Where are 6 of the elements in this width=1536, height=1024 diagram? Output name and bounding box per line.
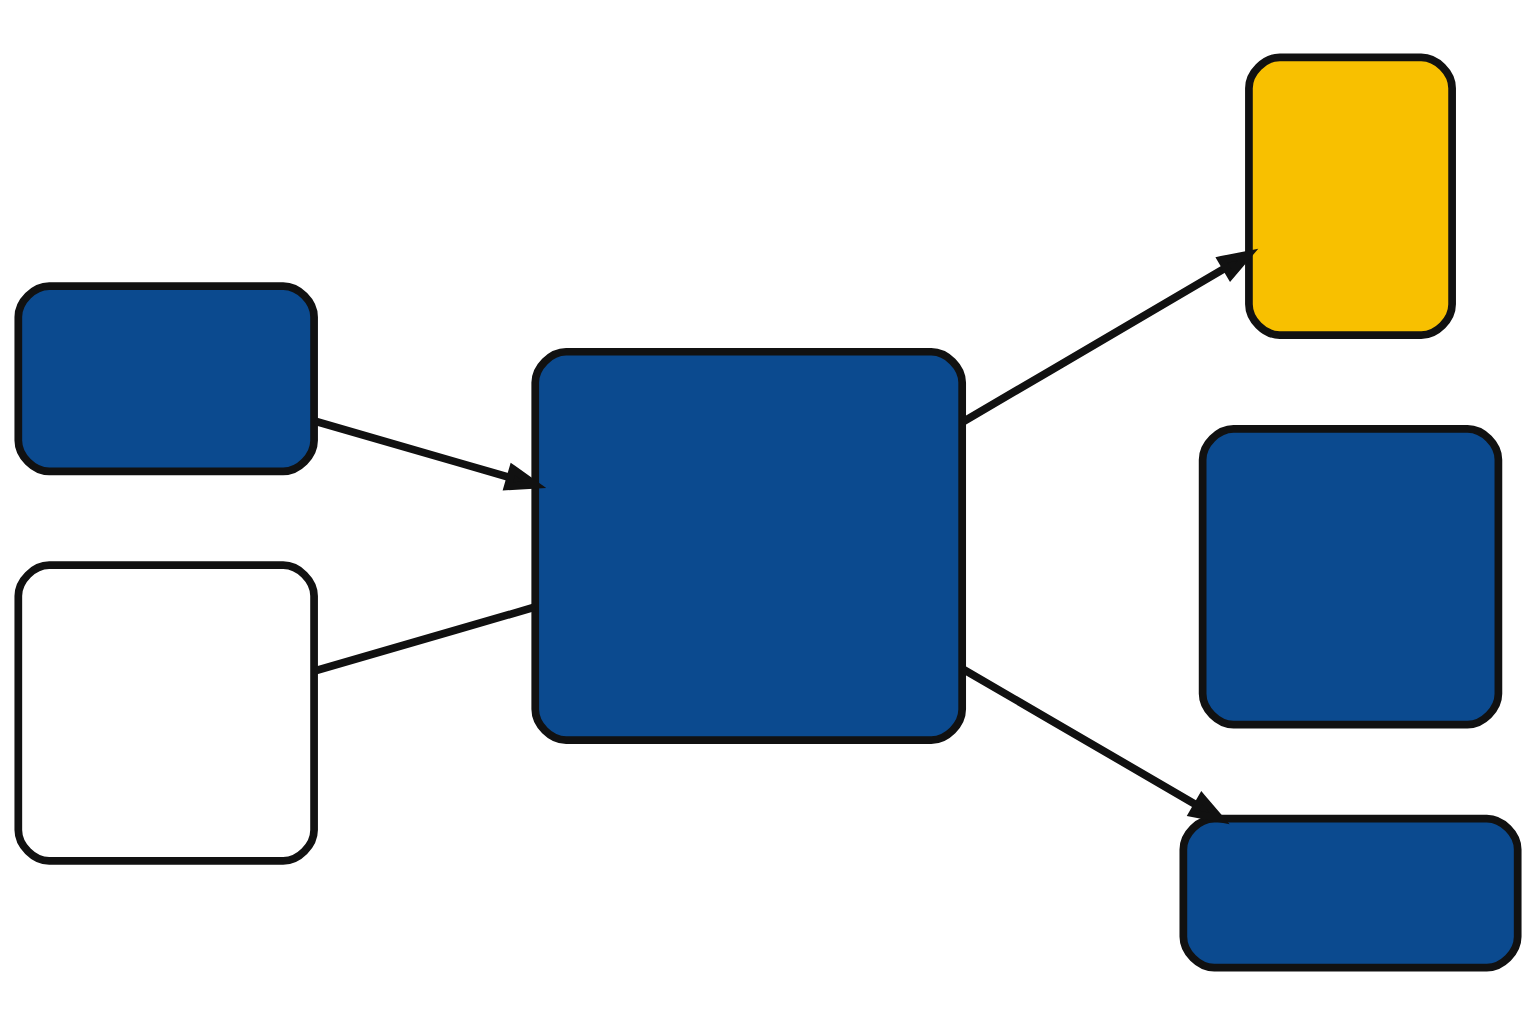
node-box xyxy=(1198,424,1503,729)
node-box xyxy=(1179,814,1522,972)
node-box xyxy=(14,281,318,475)
node-box xyxy=(14,560,318,865)
node-box xyxy=(1245,52,1456,339)
node-box xyxy=(531,347,967,744)
